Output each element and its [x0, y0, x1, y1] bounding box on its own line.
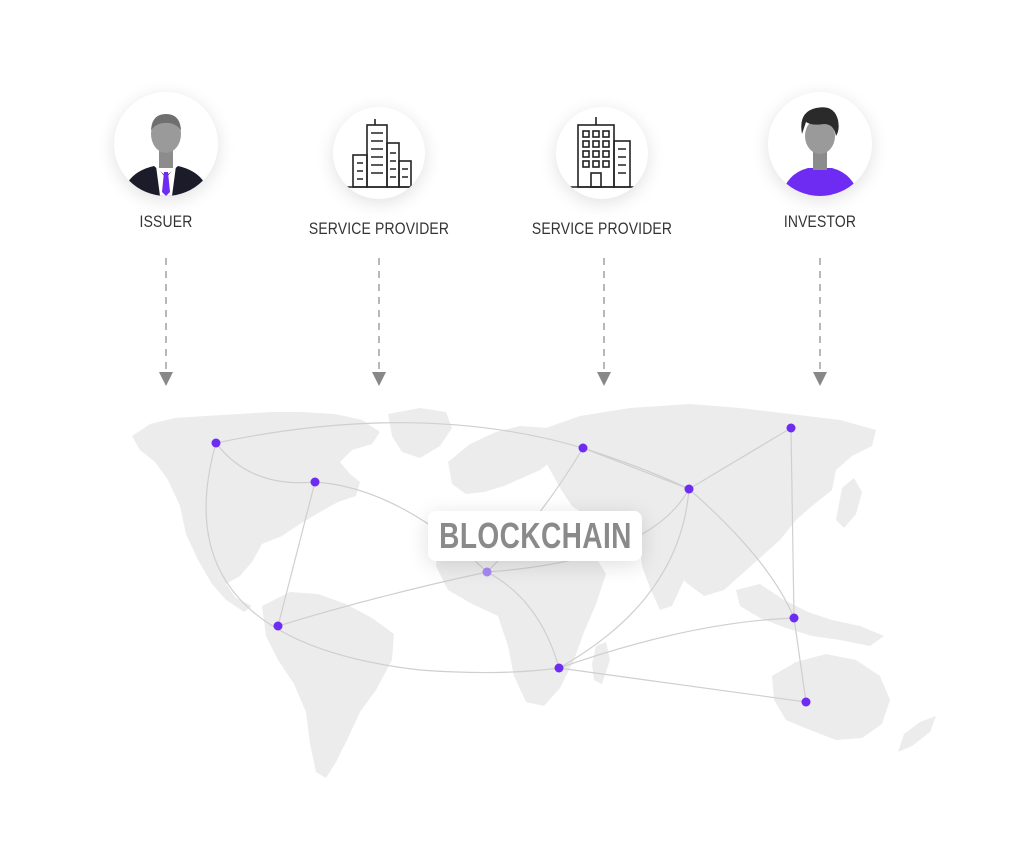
- dashed-arrows: [165, 258, 821, 372]
- link-sa-center: [277, 571, 488, 627]
- link-asia-eastasia: [688, 427, 792, 490]
- link-ne-sa: [277, 481, 316, 627]
- map-greenland: [388, 408, 452, 458]
- arrow-head-provider2: [597, 372, 611, 386]
- service-provider-1-avatar: [333, 107, 425, 199]
- person-icon: [782, 107, 858, 196]
- issuer-avatar: [114, 92, 218, 196]
- actor-issuer-label: ISSUER: [139, 212, 193, 231]
- map-se-asia: [736, 584, 884, 646]
- map-madagascar: [592, 642, 610, 684]
- node-north-america: [211, 438, 221, 448]
- arrow-heads: [159, 372, 827, 386]
- actor-investor-label: INVESTOR: [783, 212, 857, 231]
- node-south-africa: [554, 663, 564, 673]
- world-map: [132, 404, 936, 778]
- investor-avatar: [768, 92, 872, 196]
- arrow-head-investor: [813, 372, 827, 386]
- link-southafrica-australia: [558, 667, 807, 703]
- network-nodes: [211, 423, 811, 707]
- link-europe-asia: [582, 447, 690, 490]
- map-india: [640, 544, 690, 610]
- link-na-ne: [215, 442, 316, 484]
- actor-service-provider-2: SERVICE PROVIDER: [502, 107, 702, 239]
- link-curve-top: [215, 422, 690, 490]
- map-japan: [836, 478, 862, 528]
- actor-service-provider-2-label: SERVICE PROVIDER: [531, 219, 673, 238]
- map-asia: [540, 404, 876, 596]
- node-indonesia: [789, 613, 799, 623]
- arrow-head-provider1: [372, 372, 386, 386]
- businessman-icon: [126, 114, 206, 196]
- actor-service-provider-1-label: SERVICE PROVIDER: [308, 219, 450, 238]
- node-europe: [578, 443, 588, 453]
- map-new-zealand: [898, 716, 936, 752]
- link-southafrica-indonesia: [558, 617, 795, 669]
- link-indonesia-australia: [793, 617, 807, 703]
- network-links: [205, 422, 807, 703]
- map-north-america: [132, 412, 380, 612]
- map-south-america: [262, 592, 394, 778]
- blockchain-label-box: BLOCKCHAIN: [428, 511, 642, 561]
- map-africa: [436, 518, 606, 706]
- node-south-america: [273, 621, 283, 631]
- service-provider-2-avatar: [556, 107, 648, 199]
- office-buildings-icon: [343, 119, 417, 188]
- actor-service-provider-1: SERVICE PROVIDER: [279, 107, 479, 239]
- office-tower-icon: [566, 117, 640, 188]
- node-central-asia: [684, 484, 694, 494]
- map-europe: [448, 426, 560, 494]
- link-southafrica-asia: [558, 488, 690, 669]
- link-asia-indonesia: [688, 488, 795, 619]
- link-eastasia-indonesia: [790, 427, 795, 619]
- actor-issuer: ISSUER: [66, 92, 266, 232]
- node-west-africa: [482, 567, 492, 577]
- actor-investor: INVESTOR: [720, 92, 920, 232]
- node-east-asia: [786, 423, 796, 433]
- link-center-southafrica: [486, 571, 560, 669]
- map-australia: [772, 654, 890, 740]
- link-na-africa-curve: [205, 442, 560, 674]
- node-australia: [801, 697, 811, 707]
- node-east-north-america: [310, 477, 320, 487]
- arrow-head-issuer: [159, 372, 173, 386]
- blockchain-label: BLOCKCHAIN: [438, 515, 632, 556]
